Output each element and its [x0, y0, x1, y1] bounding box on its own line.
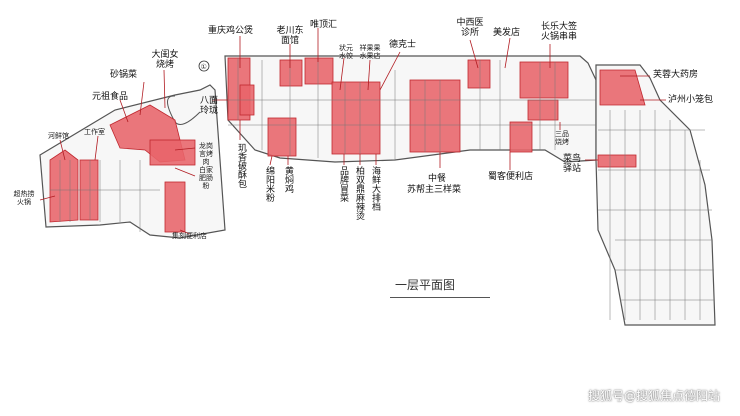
watermark: 搜狐号@搜狐焦点德阳站 [587, 389, 720, 403]
label-sanpin: 三品烧烤 [555, 130, 569, 146]
label-zhongxiyi: 中西医诊所 [456, 18, 484, 38]
title-underline [390, 297, 490, 298]
compass-mark: ① [201, 63, 207, 71]
label-xiangguoguo: 祥果果水果店 [359, 44, 381, 60]
label-zhuangyuan: 状元水饺 [339, 44, 353, 60]
label-subang: 苏帮主三样菜 [407, 185, 462, 195]
label-jike: 集刻便利店 [172, 232, 207, 240]
shop-areas [49, 57, 646, 233]
label-changle: 长乐大签火锅串串 [540, 22, 577, 42]
label-cainiao: 菜鸟驿站 [562, 154, 581, 174]
label-meifa: 美发店 [493, 28, 521, 38]
label-dekeshi: 德克士 [389, 40, 417, 50]
label-yuanzu: 元祖食品 [92, 92, 129, 102]
label-hexian: 河鲜馆 [48, 132, 69, 140]
label-longgang: 龙岗言烤肉 [199, 142, 213, 166]
room-partitions [50, 58, 714, 320]
label-chongqing-jigongbao: 重庆鸡公煲 [208, 26, 254, 36]
label-luzhou: 泸州小笼包 [668, 95, 714, 105]
label-baijia: 白家肥肠粉 [199, 166, 213, 190]
label-shuke: 蜀客便利店 [488, 172, 534, 182]
label-gongzuoshi: 工作室 [84, 128, 105, 136]
leader-lines [39, 28, 666, 235]
label-pinpai: 品牌冒菜 [338, 166, 348, 202]
label-weidinghui: 唯顶汇 [310, 20, 338, 30]
label-huangmen: 黄焖鸡 [283, 166, 293, 193]
compass-marker [198, 60, 210, 72]
label-bamian: 八面玲珑 [200, 96, 219, 116]
label-shaguocai: 砂锅菜 [110, 70, 138, 80]
label-haixian: 海鲜大排档 [370, 166, 380, 211]
label-laochuan-mianguan: 老川东面馆 [276, 26, 304, 46]
label-zhongcan: 中餐 [428, 174, 447, 184]
label-jizha: 玑香破酥包 [236, 143, 246, 188]
label-furong: 芙蓉大药房 [653, 70, 699, 80]
label-boshuang: 柏双鼎麻辣烫 [354, 166, 364, 220]
label-datannv: 大闺女烧烤 [151, 50, 179, 70]
label-mianyang: 绵阳米粉 [264, 166, 274, 202]
plan-title: 一层平面图 [395, 278, 456, 292]
label-chaore: 超热捞火锅 [13, 190, 35, 206]
